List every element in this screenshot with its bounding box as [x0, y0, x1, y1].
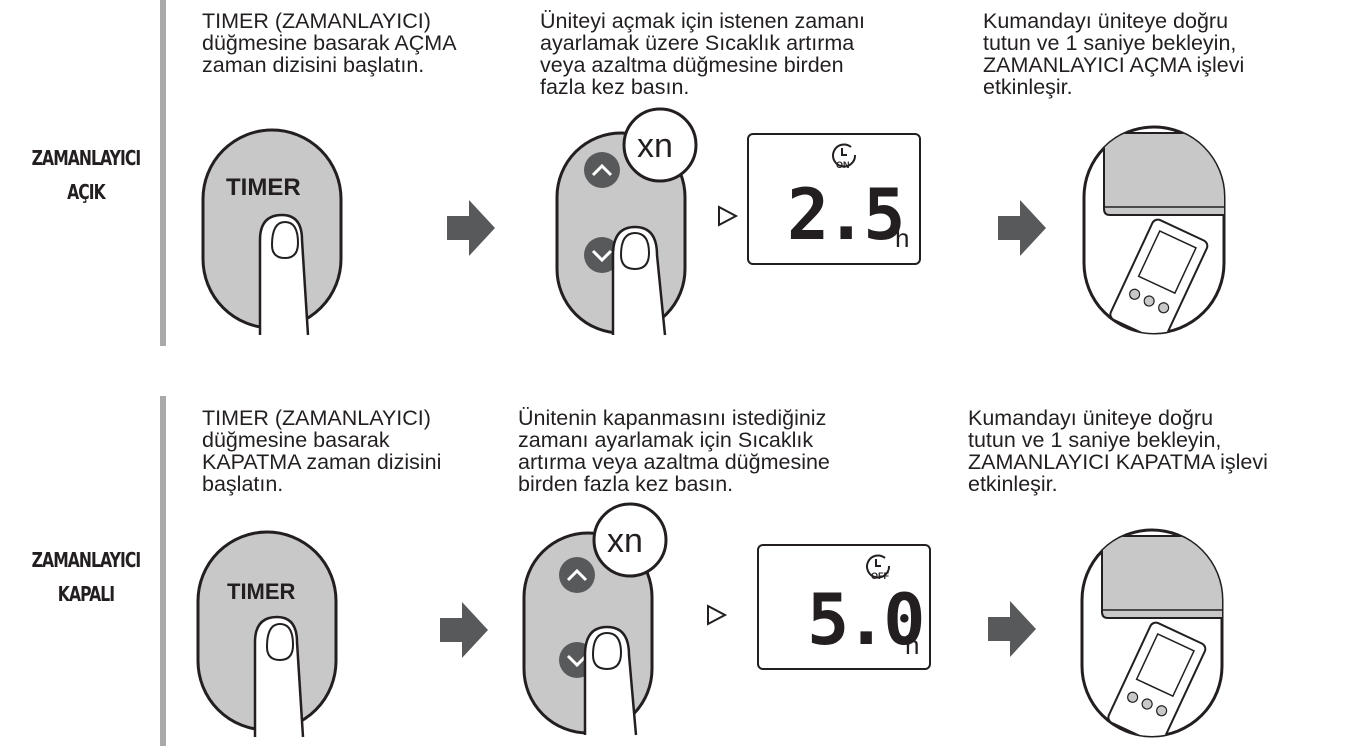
step3-text: Kumandayı üniteye doğru tutun ve 1 saniy…	[968, 406, 1268, 496]
remote-to-ac-illustration	[1082, 125, 1226, 335]
arrow-icon	[998, 200, 1046, 256]
arrow-icon	[447, 200, 495, 256]
down-button-icon	[584, 237, 620, 273]
step2-text: Ünitenin kapanmasını istediğiniz zamanı …	[518, 406, 830, 496]
remote-control-icon	[1107, 621, 1207, 736]
finger-icon	[253, 615, 305, 738]
timer-mode-label: OFF	[871, 571, 889, 581]
step1-text: TIMER (ZAMANLAYICI) düğmesine basarak AÇ…	[202, 9, 457, 77]
row-label-line1: ZAMANLAYICI	[31, 548, 142, 572]
timer-unit: h	[905, 630, 920, 660]
up-button-icon	[559, 557, 595, 593]
finger-icon	[611, 225, 667, 336]
row-label: ZAMANLAYICI AÇIK	[24, 141, 149, 209]
ac-unit-icon	[1090, 132, 1224, 216]
repeat-label: xn	[607, 522, 643, 560]
finger-icon	[258, 213, 310, 336]
play-triangle-icon	[707, 604, 728, 626]
timer-button-illustration: TIMER	[196, 530, 338, 738]
row-divider	[160, 396, 166, 746]
timer-button-label: TIMER	[226, 174, 301, 201]
timer-clock-icon: OFF	[866, 554, 891, 581]
timer-clock-icon: ON	[832, 143, 857, 170]
lcd-display: OFF 5.0 h	[757, 544, 931, 670]
remote-control-icon	[1109, 218, 1209, 333]
timer-button-label: TIMER	[227, 579, 296, 604]
timer-mode-label: ON	[836, 160, 850, 170]
step3-text: Kumandayı üniteye doğru tutun ve 1 saniy…	[983, 9, 1245, 99]
temp-buttons-illustration: xn	[555, 107, 698, 336]
remote-to-ac-illustration	[1080, 528, 1224, 738]
row-label-line2: AÇIK	[67, 180, 106, 204]
row-label: ZAMANLAYICI KAPALI	[24, 543, 149, 611]
row-label-line1: ZAMANLAYICI	[31, 146, 142, 170]
step1-text: TIMER (ZAMANLAYICI) düğmesine basarak KA…	[202, 406, 442, 496]
row-label-line2: KAPALI	[57, 582, 115, 606]
arrow-icon	[988, 601, 1036, 657]
temp-buttons-illustration: xn	[522, 502, 668, 736]
ac-unit-icon	[1088, 535, 1222, 619]
timer-button-illustration: TIMER	[201, 128, 343, 336]
play-triangle-icon	[718, 205, 739, 227]
repeat-badge: xn	[592, 502, 668, 578]
lcd-display: ON 2.5 h	[747, 133, 921, 265]
repeat-badge: xn	[622, 107, 698, 183]
up-button-icon	[584, 152, 620, 188]
repeat-label: xn	[637, 127, 673, 165]
finger-icon	[583, 625, 638, 736]
step2-text: Üniteyi açmak için istenen zamanı ayarla…	[540, 9, 866, 99]
timer-unit: h	[895, 223, 910, 253]
row-divider	[160, 0, 166, 346]
timer-value: 2.5	[787, 174, 905, 256]
arrow-icon	[440, 602, 488, 658]
timer-value: 5.0	[807, 579, 925, 661]
